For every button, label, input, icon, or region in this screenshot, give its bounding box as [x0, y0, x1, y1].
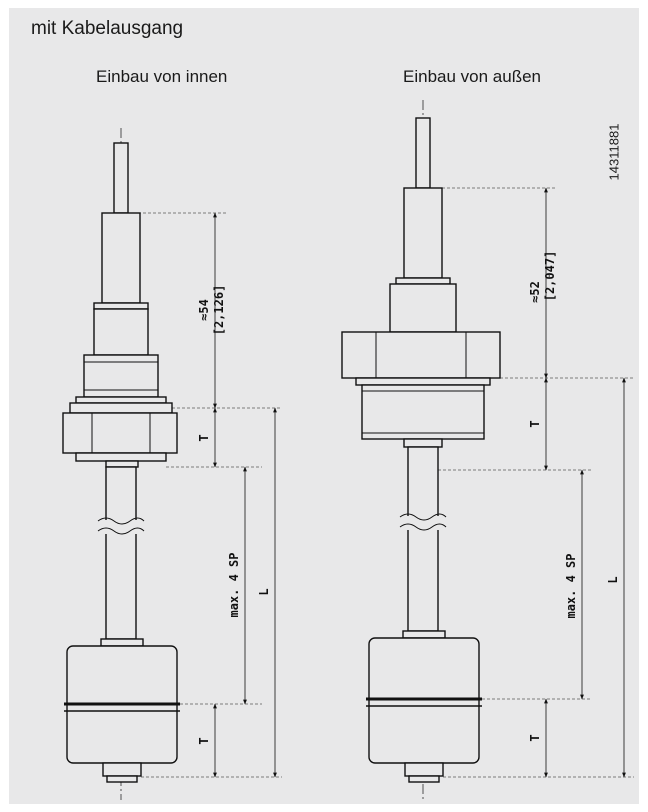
dim-t1-right: T	[528, 420, 542, 427]
washer-left	[75, 396, 167, 404]
dim-sp-left: max. 4 SP	[227, 552, 241, 617]
cable-left	[113, 142, 129, 214]
dimensions-outside: ≈52 [2,047] T max. 4 SP L T	[438, 187, 634, 778]
sleeve-left	[101, 212, 141, 304]
hex-nut-right	[341, 331, 501, 379]
upper-body-left	[93, 308, 149, 356]
break-line-left-top	[97, 517, 145, 525]
end-clip-right	[408, 775, 440, 783]
dim-top-right: ≈52	[528, 281, 542, 303]
dim-l-right: L	[606, 576, 620, 583]
thread-left	[83, 354, 159, 398]
view-label-inside: Einbau von innen	[96, 67, 228, 86]
dim-top-left: ≈54	[197, 299, 211, 321]
float-stop-right	[404, 762, 444, 777]
dim-top-inch-right: [2,047]	[543, 251, 557, 302]
thread-right	[361, 384, 485, 440]
dim-t1-left: T	[197, 434, 211, 441]
float-cap-right	[402, 630, 446, 639]
break-line-right-bottom	[399, 523, 447, 531]
sleeve-collar-right	[395, 277, 451, 285]
hex-nut-left	[62, 412, 178, 454]
end-clip-left	[106, 775, 138, 783]
dim-t2-left: T	[197, 737, 211, 744]
sensor-outside	[341, 100, 501, 800]
dim-top-inch-left: [2,126]	[212, 285, 226, 336]
nut-base-left	[75, 452, 167, 462]
upper-body-right	[389, 283, 457, 333]
tube-left	[105, 466, 137, 640]
sensor-inside	[62, 128, 180, 800]
dim-l-left: L	[257, 588, 271, 595]
neck-right	[403, 438, 443, 448]
view-label-outside: Einbau von außen	[403, 67, 541, 86]
dim-t2-right: T	[528, 734, 542, 741]
flange-right	[355, 377, 491, 386]
cable-right	[415, 117, 431, 189]
dim-sp-right: max. 4 SP	[564, 553, 578, 618]
sleeve-collar-left	[93, 302, 149, 310]
float-cap-left	[100, 638, 144, 647]
sleeve-right	[403, 187, 443, 279]
float-stop-left	[102, 762, 142, 777]
flange-left	[69, 402, 173, 414]
page-title: mit Kabelausgang	[31, 18, 184, 39]
neck-left	[105, 460, 139, 468]
tube-right	[407, 446, 439, 632]
break-line-left-bottom	[97, 527, 145, 535]
dimensions-inside: ≈54 [2,126] T max. 4 SP L T	[138, 212, 282, 778]
break-line-right-top	[399, 513, 447, 521]
